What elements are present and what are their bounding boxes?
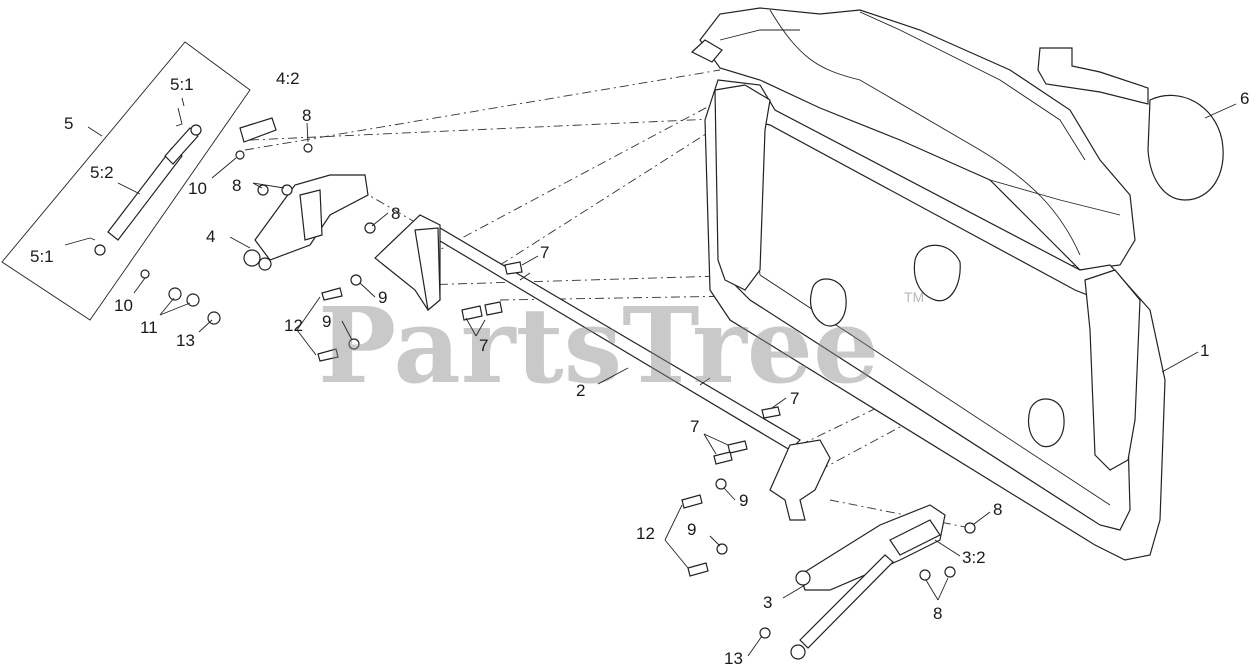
callout-5-2: 5:2 [90, 163, 114, 182]
leader-lines [64, 97, 1237, 657]
callout-8-d: 8 [993, 500, 1002, 519]
callout-10-a: 10 [188, 179, 207, 198]
gas-spring-kit-box [1, 41, 251, 321]
seat-hood-part-1 [690, 7, 1166, 561]
callout-9-d: 9 [687, 520, 696, 539]
callout-2: 2 [576, 381, 585, 400]
callout-3: 3 [763, 593, 772, 612]
lever-part-3 [795, 504, 946, 591]
watermark-text: PartsTree [318, 284, 879, 407]
callout-5: 5 [64, 114, 73, 133]
callout-8-a: 8 [302, 106, 311, 125]
callout-labels: 1 2 3 3:2 4 4:2 5 5:1 5:1 5:2 6 7 7 7 7 … [30, 69, 1249, 668]
callout-4-2: 4:2 [276, 69, 300, 88]
callout-13-b: 13 [724, 649, 743, 668]
callout-11: 11 [140, 318, 158, 337]
callout-7-c: 7 [790, 389, 799, 408]
callout-6: 6 [1240, 89, 1249, 108]
callout-9-a: 9 [378, 288, 387, 307]
callout-8-b: 8 [232, 176, 241, 195]
callout-8-c: 8 [391, 204, 400, 223]
callout-8-e: 8 [933, 604, 942, 623]
callout-7-d: 7 [690, 417, 699, 436]
callout-12-b: 12 [636, 524, 655, 543]
callout-9-b: 9 [322, 312, 331, 331]
middle-bracket [374, 214, 441, 312]
watermark-trademark: TM [904, 289, 924, 305]
right-bracket-lower [769, 439, 831, 521]
decal-part-6 [1037, 47, 1224, 201]
callout-1: 1 [1200, 341, 1209, 360]
callout-12-a: 12 [284, 316, 303, 335]
hardware [140, 143, 976, 639]
left-bracket-part-4 [239, 117, 369, 271]
callout-10-b: 10 [114, 296, 133, 315]
callout-7-a: 7 [540, 243, 549, 262]
callout-7-b: 7 [479, 336, 488, 355]
watermark: PartsTree TM [318, 284, 924, 407]
callout-13-a: 13 [176, 331, 195, 350]
callout-5-1-bottom: 5:1 [30, 247, 54, 266]
gas-spring-lower [790, 554, 894, 660]
callout-9-c: 9 [739, 491, 748, 510]
callout-5-1-top: 5:1 [170, 75, 194, 94]
callout-4: 4 [206, 227, 215, 246]
callout-3-2: 3:2 [962, 548, 986, 567]
